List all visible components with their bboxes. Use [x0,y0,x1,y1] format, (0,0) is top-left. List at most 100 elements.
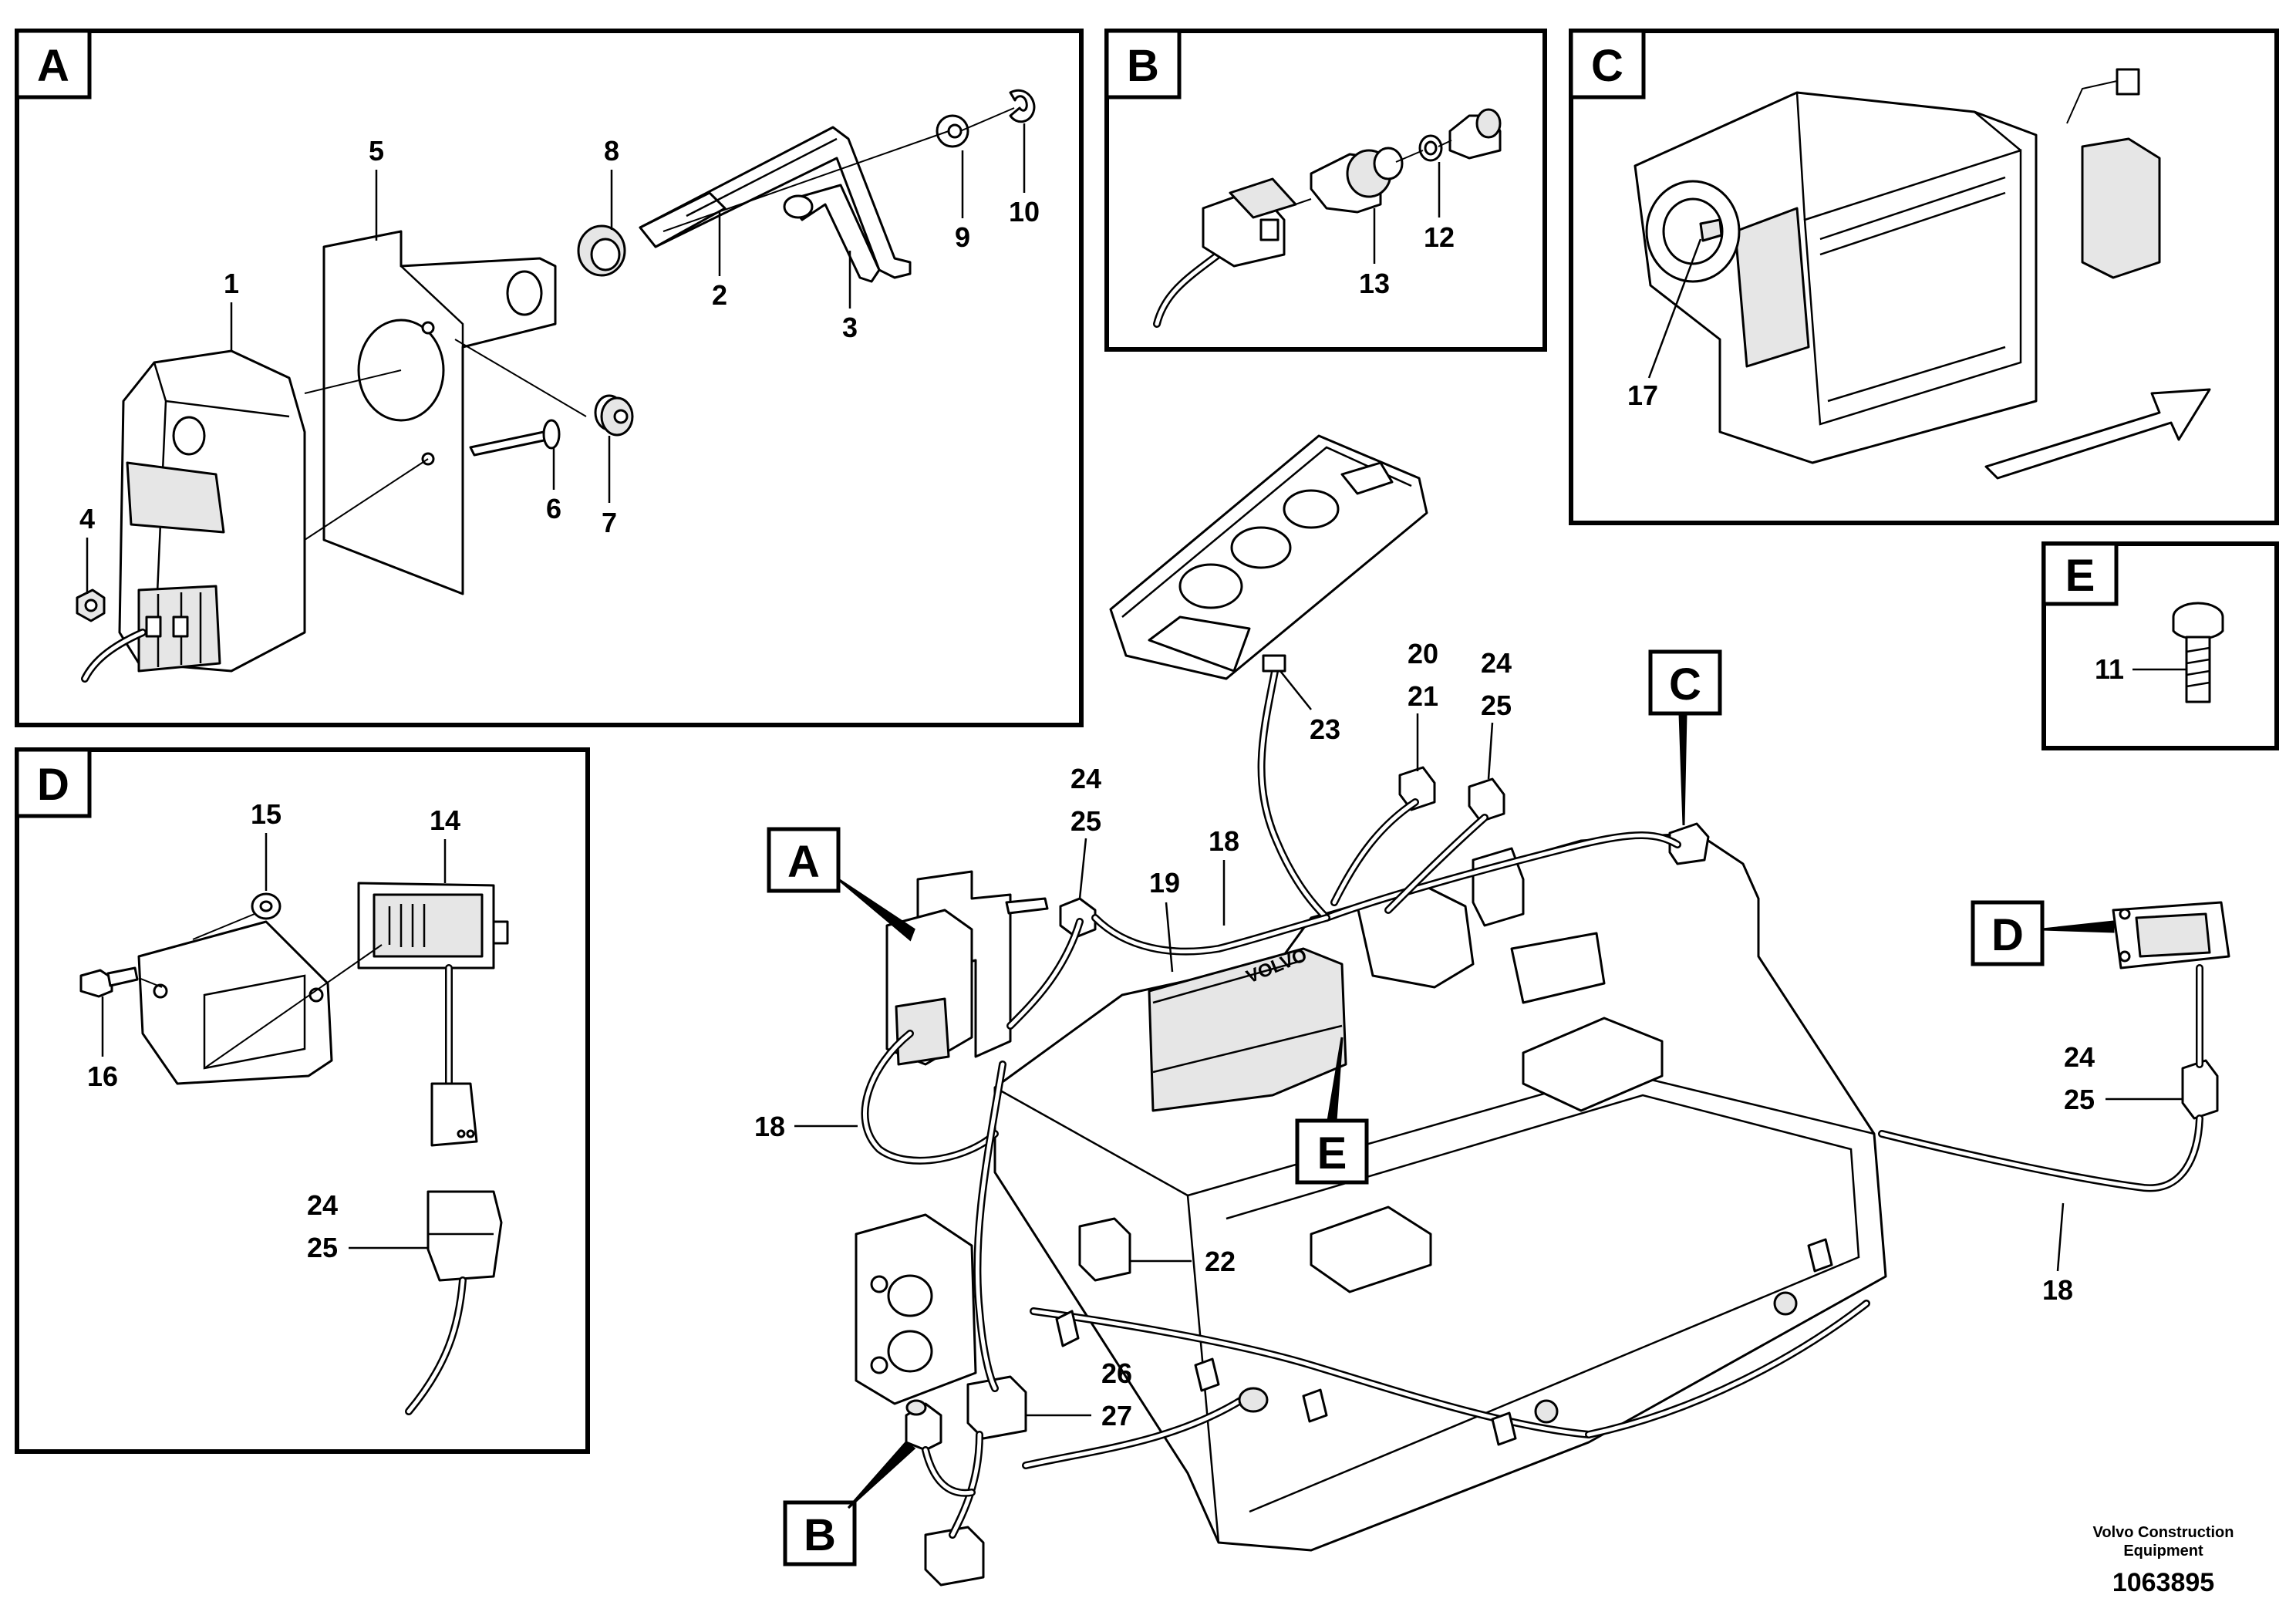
callout-a: A [767,827,915,942]
part-number-17: 17 [1627,379,1658,411]
callout-b-label: B [804,1510,836,1560]
part-number-9: 9 [955,221,970,253]
footer: Volvo Construction Equipment 1063895 [2093,1524,2234,1597]
pressure-switch-13 [1310,147,1404,214]
part-26-27-callout: 26 27 [1026,1357,1132,1431]
screw-16 [79,966,139,998]
panel-d-frame [15,747,590,1454]
part-number-6: 6 [546,493,561,524]
actuator-motor [81,349,306,683]
bracket [322,230,557,595]
panel-c: C 17 [1569,29,2279,525]
main-switch-b [905,1399,942,1452]
connector-22 [1078,1217,1131,1282]
part-20-21-callout: 20 21 [1408,638,1438,771]
part-number-19-main: 19 [1149,867,1180,899]
part-4-callout: 4 [79,503,95,594]
part-number-24-main-top: 24 [1481,647,1512,679]
part-number-1: 1 [224,268,239,299]
part-number-25-main-left: 25 [1070,805,1101,837]
brand-line-2: Equipment [2123,1543,2203,1560]
clip-10 [1009,89,1036,123]
part-6-callout: 6 [546,447,561,524]
part-number-25-main-right: 25 [2064,1084,2095,1115]
lever-rod [639,126,912,279]
part-9-callout: 9 [955,150,970,253]
part-number-11: 11 [2095,653,2124,685]
part-13-callout: 13 [1359,208,1390,299]
part-5-callout: 5 [369,135,384,241]
document-number: 1063895 [2112,1568,2214,1597]
main-actuator-a [885,870,1049,1066]
bolt-11 [2172,602,2224,703]
part-number-24-main-left: 24 [1070,763,1101,794]
callout-c-label: C [1669,659,1701,710]
panel-c-tag: C [1591,41,1623,91]
panel-b-tag-box [1104,29,1182,99]
housing-rim [1226,1094,1860,1513]
panel-e-tag: E [2065,551,2095,601]
part-number-3: 3 [842,312,858,343]
valve-fitting [1448,108,1502,160]
part-2-callout: 2 [712,212,727,311]
connector-20-21 [1398,766,1436,811]
connector-24-25-top [1468,777,1505,823]
part-number-21-main: 21 [1408,680,1438,712]
main-assembly: VOLVO [754,434,2230,1587]
part-number-25-main-top: 25 [1481,690,1512,721]
panel-d-tag: D [37,760,69,810]
part-15-callout: 15 [251,798,282,891]
part-19-callout: 19 [1149,867,1180,973]
panel-a-tag: A [37,41,69,91]
part-12-callout: 12 [1424,162,1455,253]
housing-edge-3 [994,1086,1188,1197]
panel-a-assembly-line-2 [454,339,587,417]
part-number-24-main-right: 24 [2064,1041,2095,1073]
grommet-8 [577,224,626,277]
part-11-callout: 11 [2095,653,2186,685]
part-24-25-left-callout: 24 25 [1070,763,1101,899]
panel-e-tag-box [2041,541,2119,606]
callout-c: C [1648,649,1722,826]
panel-a-frame [15,29,1084,727]
mounting-plate [137,920,333,1085]
callout-e: E [1295,1037,1369,1185]
panel-d-tag-box [15,747,92,818]
part-number-15: 15 [251,798,282,830]
flow-direction-arrow [1984,388,2211,480]
part-number-24: 24 [307,1189,338,1221]
part-number-20-main: 20 [1408,638,1438,669]
sensor-14 [357,882,509,969]
control-module-lines [1152,959,1343,1074]
part-8-callout: 8 [604,135,619,230]
climate-control-panel [1109,434,1428,922]
outlet-opening-2 [1522,1017,1664,1112]
part-number-13: 13 [1359,268,1390,299]
panel-b: B 13 12 [1104,29,1547,352]
part-number-18-main-right: 18 [2042,1274,2073,1306]
part-number-2: 2 [712,279,727,311]
part-1-callout: 1 [224,268,239,351]
part-number-16: 16 [87,1061,118,1092]
sensor-cable [405,964,503,1415]
outlet-opening-1 [1310,1206,1432,1293]
washer-9 [936,114,969,148]
part-22-callout: 22 [1130,1246,1236,1277]
connector-26-27 [966,1375,1027,1440]
o-ring-12 [1418,134,1443,162]
part-18-top-callout: 18 [1209,825,1239,926]
washer-15 [251,892,282,920]
brand-line-1: Volvo Construction [2093,1524,2234,1541]
connector-c [1668,822,1710,865]
callout-e-label: E [1317,1128,1347,1179]
part-10-callout: 10 [1009,123,1040,228]
part-24-25-right-callout: 24 25 [2064,1041,2183,1115]
part-number-18-main-top: 18 [1209,825,1239,857]
panel-a-assembly-lines [304,107,1015,541]
part-number-18-main-left: 18 [754,1111,785,1142]
nut-7 [594,394,634,437]
sensor-d-main [2112,901,2230,969]
part-number-22-main: 22 [1205,1246,1236,1277]
actuator-bracket-top [1510,932,1606,1004]
